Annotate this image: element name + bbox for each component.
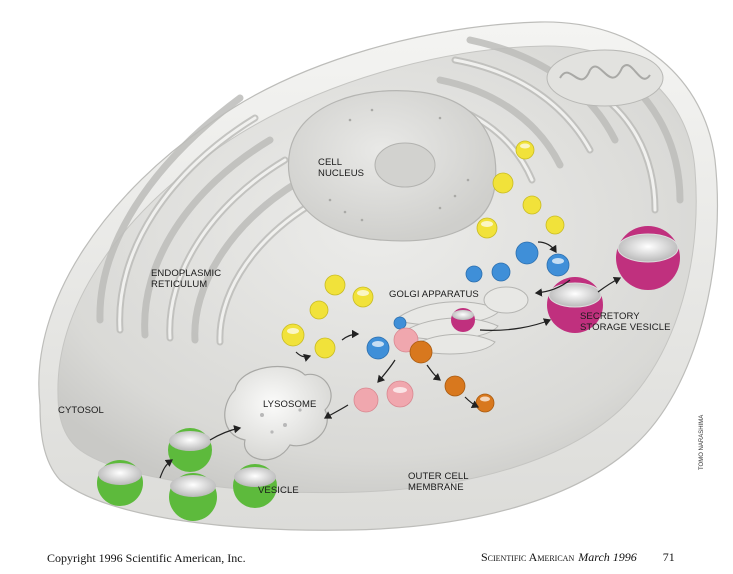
cell-nucleus (287, 90, 497, 242)
mitochondrion (546, 49, 664, 107)
label-golgi-apparatus: GOLGI APPARATUS (389, 289, 479, 300)
footer-page-number: 71 (662, 550, 675, 564)
cytosol-region (57, 45, 697, 494)
green-vesicles (97, 428, 277, 521)
label-cell-nucleus-line1: CELL (318, 157, 343, 168)
label-ssv-line1: SECRETORY (580, 311, 640, 322)
label-er-line2: RETICULUM (151, 279, 208, 290)
label-vesicle: VESICLE (258, 485, 299, 496)
label-ssv-line2: STORAGE VESICLE (580, 322, 671, 333)
lysosome (224, 366, 332, 461)
label-ocm-line2: MEMBRANE (408, 482, 464, 493)
nucleolus (374, 142, 436, 188)
secretory-storage-vesicle (451, 226, 680, 333)
label-outer-cell-membrane: OUTER CELL MEMBRANE (408, 471, 469, 493)
label-cytosol: CYTOSOL (58, 405, 104, 416)
label-er-line1: ENDOPLASMIC (151, 268, 222, 279)
footer-publication-name: Scientific American (481, 550, 575, 564)
label-lysosome: LYSOSOME (263, 399, 317, 410)
footer-date: March 1996 (578, 550, 637, 564)
label-endoplasmic-reticulum: ENDOPLASMIC RETICULUM (151, 268, 221, 290)
transport-arrows (159, 241, 622, 479)
blue-vesicles (366, 241, 570, 360)
label-cell-nucleus-line2: NUCLEUS (318, 168, 365, 179)
illustrator-credit: TOMO NARASHIMA (699, 414, 705, 470)
label-cell-nucleus: CELL NUCLEUS (318, 157, 364, 179)
footer-copyright: Copyright 1996 Scientific American, Inc. (47, 551, 246, 565)
label-secretory-storage-vesicle: SECRETORY STORAGE VESICLE (580, 311, 671, 333)
label-ocm-line1: OUTER CELL (408, 471, 469, 482)
